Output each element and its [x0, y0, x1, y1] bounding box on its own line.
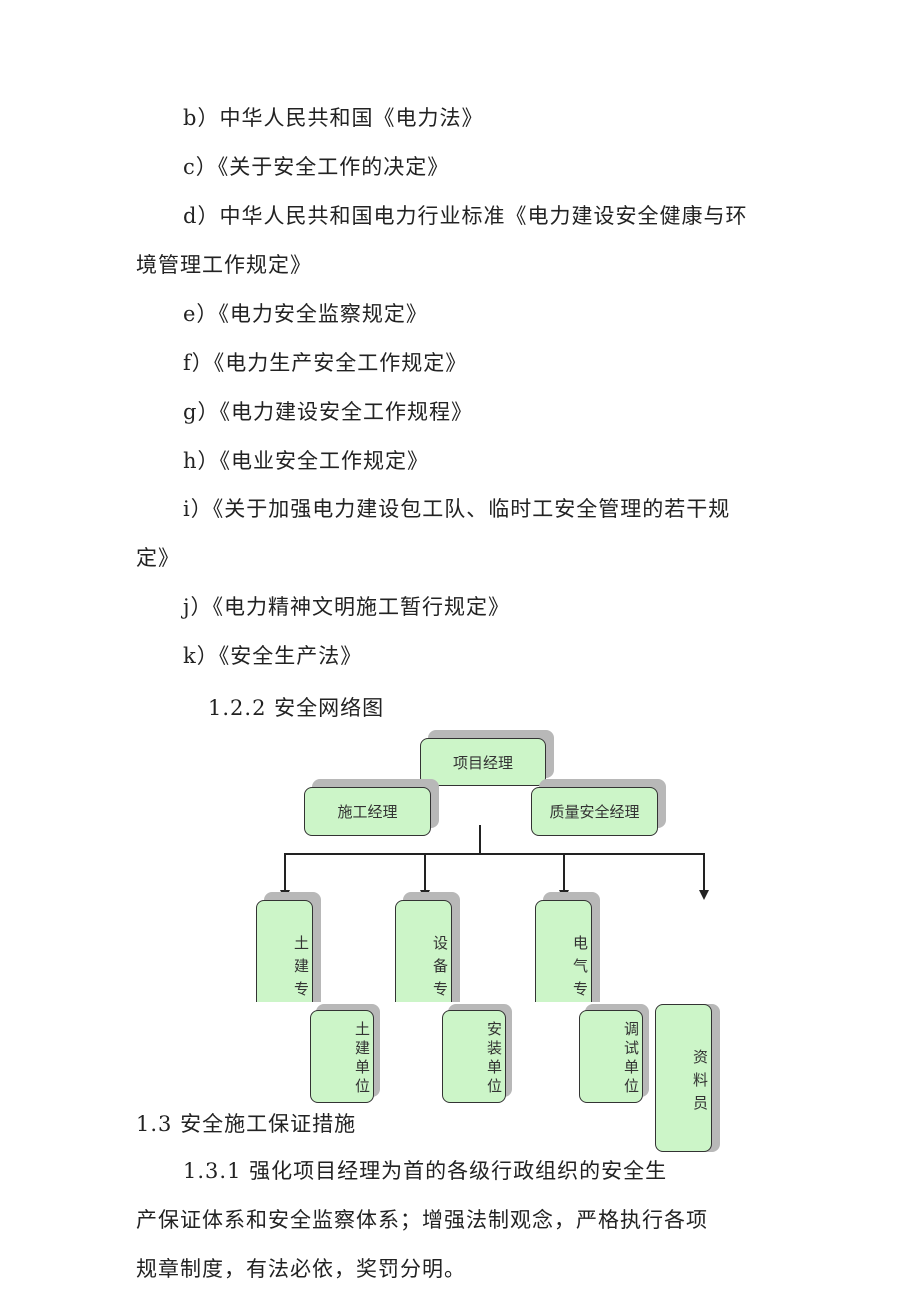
paragraph-line: 规章制度，有法必依，奖罚分明。	[136, 1257, 466, 1281]
box-commissioning-unit: 调试单位	[579, 1010, 643, 1103]
connector	[703, 853, 705, 893]
list-item: h）《电业安全工作规定》	[183, 449, 430, 473]
paragraph-line: 产保证体系和安全监察体系；增强法制观念，严格执行各项	[136, 1208, 708, 1232]
arrow-down-icon	[420, 890, 430, 900]
list-item: k）《安全生产法》	[183, 644, 363, 668]
list-item: f）《电力生产安全工作规定》	[183, 351, 468, 375]
connector	[479, 825, 481, 853]
arrow-down-icon	[699, 890, 709, 900]
section-heading: 1.2.2 安全网络图	[208, 696, 385, 720]
box-construction-manager: 施工经理	[304, 787, 431, 836]
section-heading: 1.3 安全施工保证措施	[136, 1112, 357, 1136]
connector	[284, 853, 704, 855]
box-quality-safety-manager: 质量安全经理	[531, 787, 658, 836]
list-item: 境管理工作规定》	[136, 253, 312, 277]
box-civil-unit: 土建单位	[310, 1010, 374, 1103]
box-project-manager: 项目经理	[420, 738, 546, 786]
box-clerk: 资料员	[655, 1004, 712, 1152]
list-item: i）《关于加强电力建设包工队、临时工安全管理的若干规	[183, 497, 731, 521]
list-item: c）《关于安全工作的决定》	[183, 155, 450, 179]
paragraph-line: 1.3.1 强化项目经理为首的各级行政组织的安全生	[183, 1159, 668, 1183]
list-item: j）《电力精神文明施工暂行规定》	[183, 595, 511, 619]
connector	[284, 853, 286, 893]
connector	[424, 853, 426, 893]
arrow-down-icon	[280, 890, 290, 900]
list-item: d）中华人民共和国电力行业标准《电力建设安全健康与环	[183, 204, 748, 228]
list-item: b）中华人民共和国《电力法》	[183, 106, 484, 130]
box-installation-unit: 安装单位	[442, 1010, 506, 1103]
connector	[563, 853, 565, 893]
list-item: e）《电力安全监察规定》	[183, 302, 428, 326]
list-item: g）《电力建设安全工作规程》	[183, 400, 473, 424]
list-item: 定》	[136, 546, 180, 570]
arrow-down-icon	[559, 890, 569, 900]
